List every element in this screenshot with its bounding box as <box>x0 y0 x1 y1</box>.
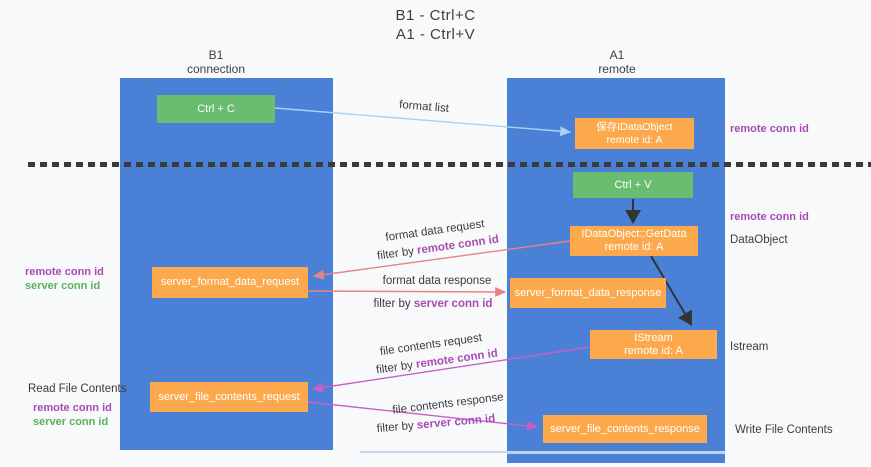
label-format-data-response: format data response <box>382 275 492 287</box>
lane-left-title: B1 <box>208 48 224 62</box>
side-label-remote-conn-id-mid: remote conn id <box>730 211 809 223</box>
node-save-idataobject-line2: remote id: A <box>606 133 663 146</box>
side-label-left-server-1: server conn id <box>25 280 101 292</box>
dashed-separator <box>28 162 871 167</box>
node-getdata-line1: IDataObject::GetData <box>581 228 687 240</box>
side-label-dataobject: DataObject <box>730 234 788 246</box>
node-istream: IStream remote id: A <box>590 330 717 359</box>
lane-left-subtitle: connection <box>186 62 246 76</box>
label-format-request-filter-prefix: filter by <box>376 244 418 263</box>
side-label-read-file-contents: Read File Contents <box>28 383 127 395</box>
side-label-left-server-2: server conn id <box>33 416 109 428</box>
diagram-title-line1: B1 - Ctrl+C <box>395 7 476 24</box>
label-file-response-filter-prefix: filter by <box>376 419 418 436</box>
bottom-blue-bar <box>507 452 725 463</box>
node-server-format-data-request: server_format_data_request <box>152 267 308 298</box>
node-istream-line2: remote id: A <box>624 344 683 357</box>
side-label-left-remote-2: remote conn id <box>33 402 112 414</box>
node-ctrl-c-label: Ctrl + C <box>197 102 235 115</box>
label-format-response-filter: filter by server conn id <box>374 298 493 310</box>
node-server-format-data-request-label: server_format_data_request <box>160 276 300 288</box>
node-server-format-data-response-label: server_format_data_response <box>514 286 662 299</box>
lane-right-header: A1 remote <box>547 48 687 76</box>
lane-right-subtitle: remote <box>598 62 636 76</box>
arrow-format-data-response <box>306 287 507 297</box>
side-label-remote-conn-id-top: remote conn id <box>730 123 809 135</box>
diagram-title-line2: A1 - Ctrl+V <box>395 26 476 43</box>
label-file-request-filter-prefix: filter by <box>375 358 417 377</box>
node-server-file-contents-response-label: server_file_contents_response <box>550 422 700 435</box>
label-format-response-filter-prefix: filter by <box>373 298 414 310</box>
label-format-list: format list <box>398 99 450 115</box>
lane-left-header: B1 connection <box>146 48 286 76</box>
side-label-istream: Istream <box>730 341 769 353</box>
node-ctrl-v-label: Ctrl + V <box>614 178 652 191</box>
node-server-file-contents-request-label: server_file_contents_request <box>158 390 300 403</box>
node-save-idataobject-line1: 保存IDataObject <box>596 120 673 133</box>
node-ctrl-c: Ctrl + C <box>157 95 275 123</box>
label-file-response-filter-key: server conn id <box>416 412 496 432</box>
node-save-idataobject: 保存IDataObject remote id: A <box>575 118 694 149</box>
node-server-format-data-response: server_format_data_response <box>510 278 666 308</box>
side-label-left-remote-1: remote conn id <box>25 266 104 278</box>
node-ctrl-v: Ctrl + V <box>573 172 693 198</box>
label-format-response-filter-key: server conn id <box>413 298 493 310</box>
node-getdata: IDataObject::GetData remote id: A <box>570 226 698 256</box>
node-server-file-contents-request: server_file_contents_request <box>150 382 308 412</box>
side-label-write-file-contents: Write File Contents <box>735 424 833 436</box>
node-getdata-line2: remote id: A <box>604 241 664 253</box>
lane-right-title: A1 <box>609 48 625 62</box>
node-server-file-contents-response: server_file_contents_response <box>543 415 707 443</box>
node-istream-line1: IStream <box>634 331 673 344</box>
